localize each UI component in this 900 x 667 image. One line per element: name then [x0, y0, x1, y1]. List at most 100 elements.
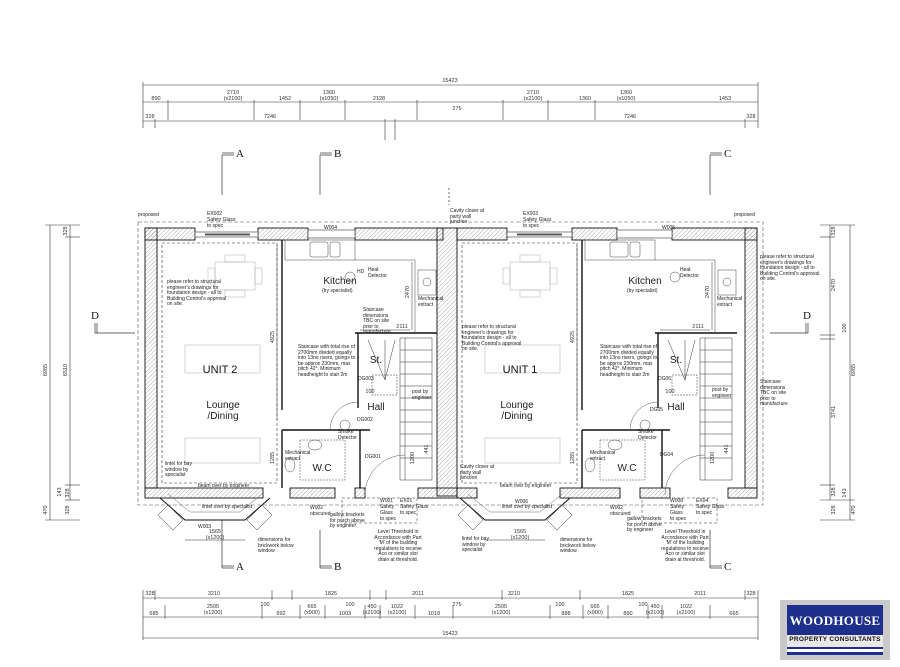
note-heat-detector-unit1: Heat Detector [680, 267, 699, 279]
dim-bottom: 1022 [679, 604, 693, 610]
dim-bay-sub-unit1: (x1200) [510, 535, 530, 541]
opening-ex002: EX002 [207, 211, 223, 217]
dim-left-b2: 328 [65, 488, 71, 498]
dim-right-b1: 143 [842, 488, 848, 498]
section-marker-d-right: D [803, 310, 811, 322]
dim-kitchen-width-unit1: 2111 [692, 324, 704, 330]
dim-bottom: 2011 [412, 591, 424, 597]
opening-w008-b: Safety [670, 504, 685, 510]
dim-bottom: 328 [145, 591, 155, 597]
dim-stair-1200-unit2: 1200 [410, 451, 416, 465]
dim-bottom: 665 [307, 604, 317, 610]
unit-2-label: UNIT 2 [202, 364, 238, 376]
dim-right-outer: 6985 [851, 363, 857, 377]
opening-ex04: EX04 [696, 498, 709, 504]
note-mech-extract-kitchen-unit2: Mechanical extract [418, 296, 444, 308]
dim-left-b1: 143 [57, 487, 63, 497]
note-smoke-detector-unit2: Smoke Detector [338, 429, 357, 441]
dim-hall-100-unit2: 100 [365, 389, 375, 395]
dim-stair-441-unit2: 441 [424, 444, 430, 454]
room-stair-unit2: St. [369, 355, 383, 366]
dim-bottom: (x1200) [491, 610, 511, 616]
room-dining-unit2: /Dining [207, 411, 239, 422]
dim-top: 1360 [578, 96, 592, 102]
note-lintel-over-unit1: lintel over by specialist [502, 504, 553, 510]
opening-ex002-glass: Safety Glass [207, 217, 236, 223]
dim-bottom: 3210 [207, 591, 221, 597]
opening-w002-unit2: W002 [310, 505, 324, 511]
dim-bottom: 1825 [621, 591, 635, 597]
room-hall-unit1: Hall [667, 402, 685, 413]
dim-kitchen-depth-unit1: 2470 [705, 285, 711, 299]
opening-w008-c: Glass [670, 510, 683, 516]
dim-stair-441-unit1: 441 [724, 444, 730, 454]
dim-top: 275 [452, 106, 462, 112]
logo-panel: WOODHOUSE PROPERTY CONSULTANTS [787, 605, 883, 655]
section-marker-a-top: A [236, 148, 244, 160]
opening-ex003: EX003 [523, 211, 539, 217]
logo-rule [787, 649, 883, 652]
room-wc-unit1: W.C [617, 463, 637, 474]
note-structural-unit2: please refer to structural engineer's dr… [167, 279, 227, 308]
opening-ex04-b: Safety Glass [696, 504, 725, 510]
note-structural-right: please refer to structural engineer's dr… [760, 254, 820, 283]
opening-ex01: EX01 [400, 498, 413, 504]
kitchen-note-unit1: (by specialist) [627, 288, 658, 294]
dim-top: (x2100) [223, 96, 243, 102]
opening-ex01-c: to spec [400, 510, 417, 516]
room-kitchen-unit1: Kitchen [628, 276, 662, 287]
door-dg001: DG001 [365, 454, 381, 460]
dim-bottom-leader: 100 [555, 602, 565, 608]
opening-w002-obscured-unit1: obscured [610, 511, 631, 517]
section-marker-c-top: C [724, 148, 732, 160]
note-mech-extract-wc-unit1: Mechanical extract [590, 450, 616, 462]
dim-bottom: 1022 [390, 604, 404, 610]
note-proposed-right: proposed [734, 212, 755, 218]
note-stair-tbc-unit1: Staircase dimensions TBC on site prior t… [760, 379, 788, 408]
dim-top: 7246 [263, 114, 277, 120]
dim-bottom: (x900) [304, 610, 320, 616]
note-cavity-closer-front: Cavity closer at party wall junction [460, 464, 495, 482]
logo-name: WOODHOUSE [789, 613, 881, 628]
note-staircase-unit1: Staircase with total rise of 2700mm divi… [600, 344, 658, 378]
dim-top: 890 [151, 96, 161, 102]
section-marker-d-left: D [91, 310, 99, 322]
dim-bottom: 888 [561, 611, 571, 617]
door-dg004: DG04 [660, 452, 674, 458]
opening-w002-obscured-unit2: obscured [310, 511, 331, 517]
note-staircase-unit2: Staircase with total rise of 2700mm divi… [298, 344, 356, 378]
dim-bottom: 1003 [338, 611, 352, 617]
logo-band [787, 635, 883, 647]
note-gallows-unit1: gallow brackets for porch above by engin… [627, 516, 662, 534]
dim-kitchen-depth-unit2: 2470 [405, 285, 411, 299]
dim-overall-bottom: 15423 [442, 631, 458, 637]
dim-top: 328 [746, 114, 756, 120]
section-marker-b-top: B [334, 148, 342, 160]
dim-bottom: 890 [623, 611, 633, 617]
dim-left-b4: 470 [43, 505, 49, 515]
dim-bottom: (x2100) [645, 610, 665, 616]
note-post-unit2: post by engineer [412, 389, 432, 401]
door-dg005: DG05 [650, 407, 664, 413]
opening-w008: W008 [670, 498, 684, 504]
dim-lounge-unit1: 4925 [570, 330, 576, 344]
door-dg002: DG002 [357, 417, 373, 423]
room-dining-unit1: /Dining [501, 411, 533, 422]
note-lintel-over-unit2: lintel over by specialist [202, 504, 253, 510]
opening-ex003-spec: to spec [523, 223, 540, 229]
dim-lounge-unit2: 4925 [270, 330, 276, 344]
opening-w001-d: to spec [380, 516, 397, 522]
dim-top: (x2100) [523, 96, 543, 102]
dim-top: (x1050) [319, 96, 339, 102]
section-marker-b-bottom: B [334, 561, 342, 573]
dim-bottom: 1825 [324, 591, 338, 597]
dim-bottom-leader: 100 [260, 602, 270, 608]
dim-top: 7246 [623, 114, 637, 120]
dim-bottom-leader: 275 [452, 602, 462, 608]
dim-bottom: (x900) [587, 610, 603, 616]
dim-bottom: 3210 [507, 591, 521, 597]
note-mech-extract-wc-unit2: Mechanical extract [285, 450, 311, 462]
logo-subtitle: PROPERTY CONSULTANTS [789, 636, 881, 643]
room-hall-unit2: Hall [367, 402, 385, 413]
